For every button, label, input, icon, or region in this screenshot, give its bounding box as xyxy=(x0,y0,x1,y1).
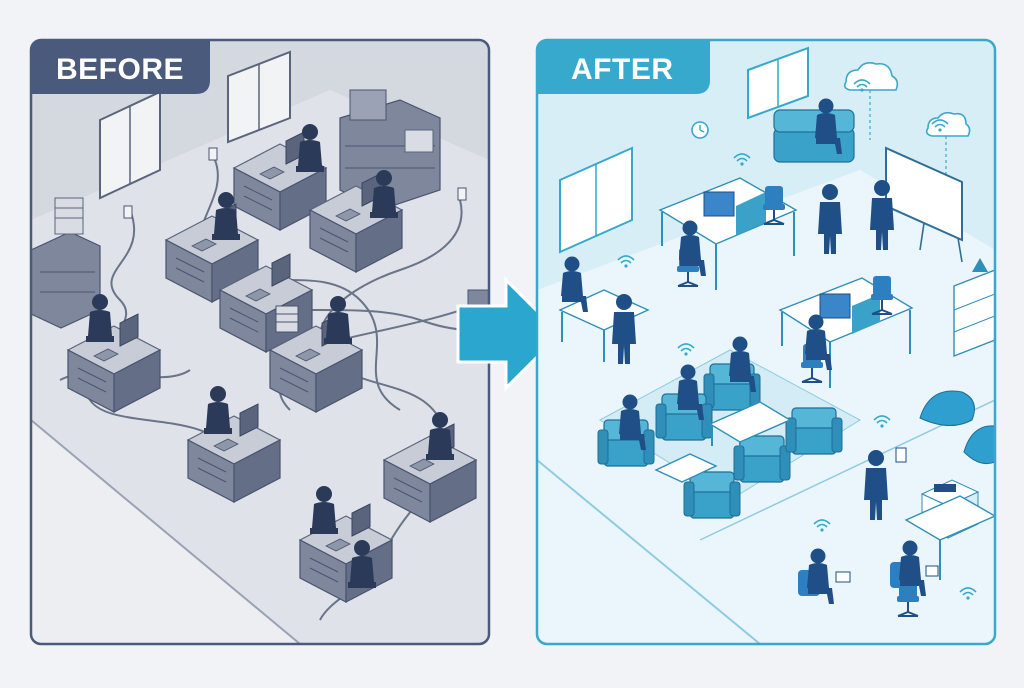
after-lounge-seating xyxy=(597,363,843,519)
before-label: BEFORE xyxy=(56,53,184,86)
after-label: AFTER xyxy=(571,53,674,86)
cloud-icon xyxy=(843,62,899,140)
after-sofa xyxy=(773,109,855,163)
before-label-tab: BEFORE xyxy=(31,40,210,94)
before-panel: BEFORE xyxy=(29,38,491,646)
after-window-right xyxy=(747,46,809,120)
after-panel: AFTER xyxy=(535,38,997,646)
before-window-left xyxy=(99,90,161,200)
before-filing-cabinet-left xyxy=(31,197,101,329)
after-label-tab: AFTER xyxy=(537,40,710,94)
after-storage-shelf xyxy=(953,258,995,358)
after-front-desk xyxy=(904,495,995,580)
cloud-icon-secondary xyxy=(925,111,971,180)
after-window-left xyxy=(559,146,633,254)
clock-icon xyxy=(691,121,709,139)
before-window-right xyxy=(227,50,291,144)
arrow-right-icon xyxy=(456,276,563,392)
after-bean-bags xyxy=(919,390,995,465)
